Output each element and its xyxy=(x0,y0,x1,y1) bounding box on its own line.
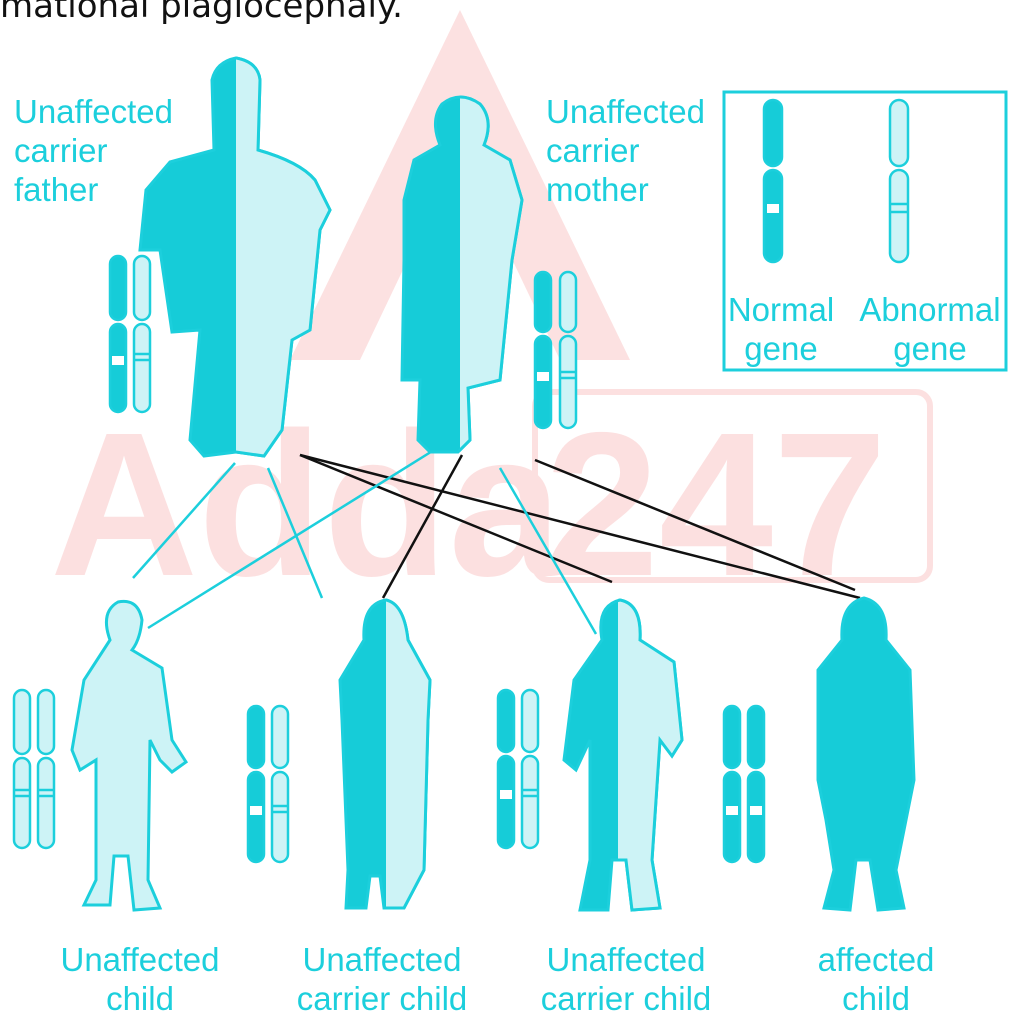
mother-label: Unaffected carrier mother xyxy=(546,92,705,209)
svg-text:247: 247 xyxy=(545,390,887,619)
legend-normal-label: Normal gene xyxy=(726,290,836,368)
child-2-label: Unaffected carrier child xyxy=(262,940,502,1018)
child-1-label: Unaffected child xyxy=(30,940,250,1018)
child-3-chromosome-pair xyxy=(498,690,538,848)
child-1-figure xyxy=(72,601,186,910)
father-chromosome-pair xyxy=(110,256,150,412)
child-1-chromosome-pair xyxy=(14,690,54,848)
child-4-chromosome-pair xyxy=(724,706,764,862)
child-2-chromosome-pair xyxy=(248,706,288,862)
legend-abnormal-chromosome xyxy=(890,100,908,262)
legend-normal-chromosome xyxy=(764,100,782,262)
father-label: Unaffected carrier father xyxy=(14,92,173,209)
child-4-label: affected child xyxy=(776,940,976,1018)
watermark-text: Adda xyxy=(50,390,564,619)
child-2-figure xyxy=(340,600,430,908)
child-3-figure xyxy=(564,600,682,910)
legend-abnormal-label: Abnormal gene xyxy=(850,290,1010,368)
child-3-label: Unaffected carrier child xyxy=(506,940,746,1018)
child-4-figure xyxy=(818,598,914,910)
